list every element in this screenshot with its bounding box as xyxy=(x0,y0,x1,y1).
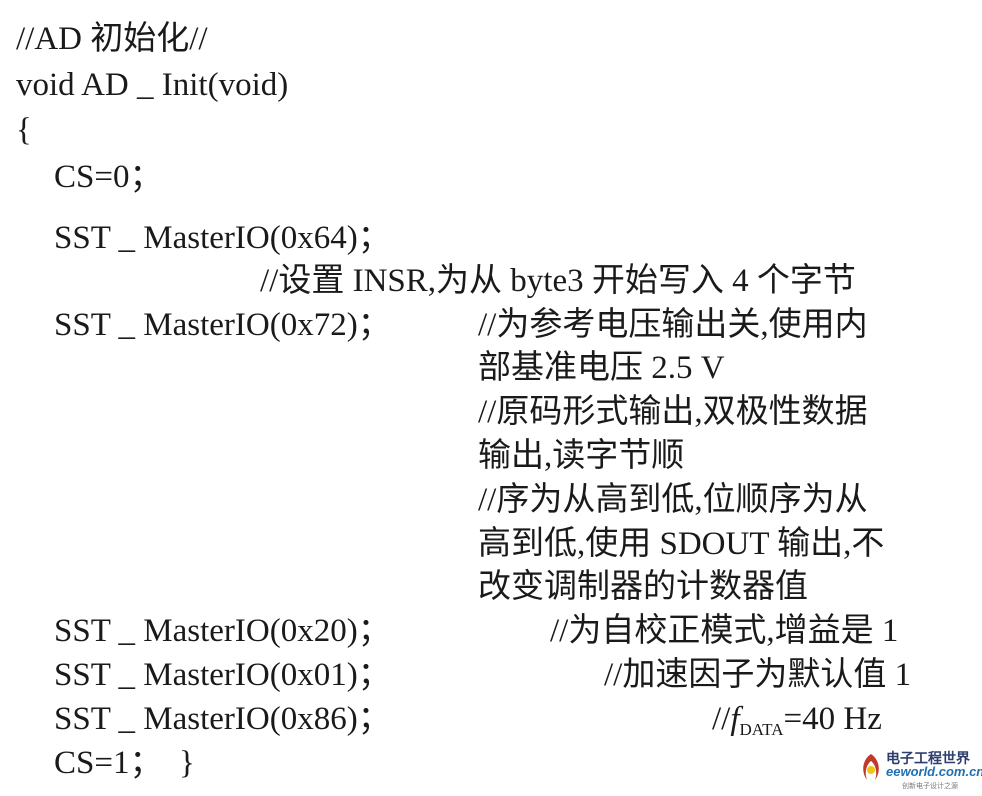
data-subscript: DATA xyxy=(739,720,784,739)
comment-output-format: //原码形式输出,双极性数据 xyxy=(478,394,868,430)
code-masterio-01: SST _ MasterIO(0x01)； xyxy=(54,657,391,693)
comment-order: //序为从高到低,位顺序为从 xyxy=(478,482,868,518)
code-cs1-close: CS=1； } xyxy=(54,745,195,781)
f-symbol: f xyxy=(730,701,740,737)
watermark-slogan: 创新电子设计之源 xyxy=(902,783,958,790)
comment-ref-voltage-cont: 部基准电压 2.5 V xyxy=(478,350,725,386)
comment-fdata: //fDATA=40 Hz xyxy=(712,699,882,750)
eeworld-watermark: 电子工程世界 eeworld.com.cn 创新电子设计之源 xyxy=(858,746,982,794)
function-signature: void AD _ Init(void) xyxy=(16,67,289,103)
fdata-value: =40 Hz xyxy=(783,701,882,737)
comment-insr: //设置 INSR,为从 byte3 开始写入 4 个字节 xyxy=(260,263,856,299)
comment-self-calibration: //为自校正模式,增益是 1 xyxy=(550,613,899,649)
code-masterio-64: SST _ MasterIO(0x64)； xyxy=(54,220,391,256)
comment-accel-factor: //加速因子为默认值 1 xyxy=(604,657,912,693)
code-cs0: CS=0； xyxy=(54,159,163,195)
code-masterio-72: SST _ MasterIO(0x72)； xyxy=(54,307,391,343)
watermark-title: 电子工程世界 xyxy=(886,750,970,766)
comment-order-cont2: 改变调制器的计数器值 xyxy=(478,569,808,605)
open-brace: { xyxy=(16,112,32,148)
code-masterio-86: SST _ MasterIO(0x86)； xyxy=(54,701,391,737)
comment-output-format-cont: 输出,读字节顺 xyxy=(478,438,685,474)
comment-order-cont: 高到低,使用 SDOUT 输出,不 xyxy=(478,526,885,562)
comment-slashes: // xyxy=(712,701,731,737)
comment-ref-voltage: //为参考电压输出关,使用内 xyxy=(478,307,868,343)
code-masterio-20: SST _ MasterIO(0x20)； xyxy=(54,613,391,649)
eeworld-logo-icon xyxy=(863,754,879,780)
comment-ad-init: //AD 初始化// xyxy=(16,21,208,57)
watermark-url: eeworld.com.cn xyxy=(886,764,982,779)
